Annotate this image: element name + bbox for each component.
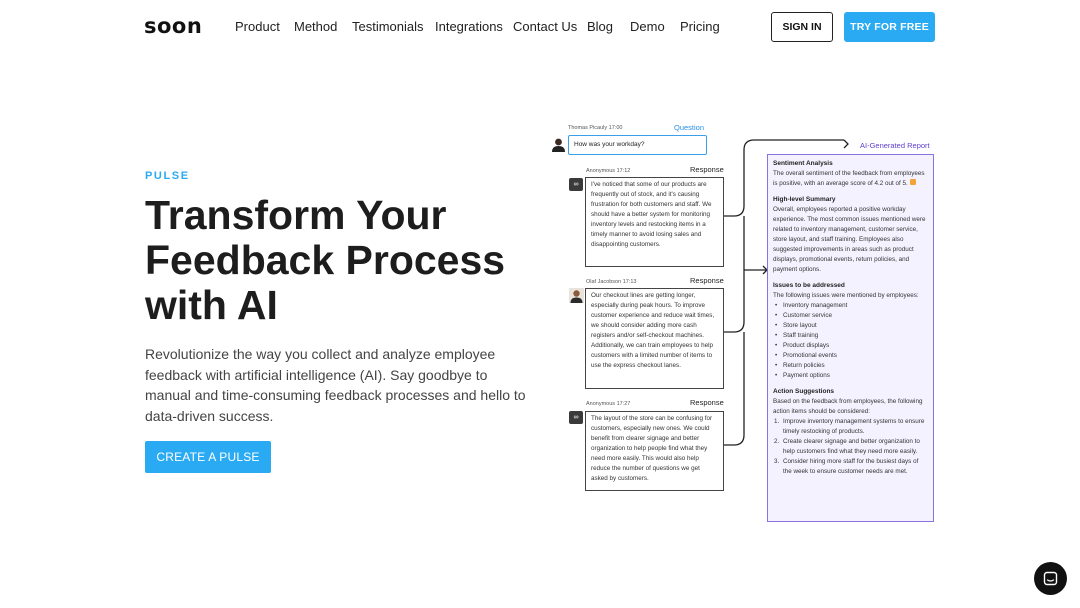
actions-title: Action Suggestions: [773, 388, 835, 395]
issue-item: Inventory management: [773, 301, 928, 311]
response-1-author: Anonymous: [586, 168, 616, 174]
nav-link-contact-us[interactable]: Contact Us: [513, 19, 578, 34]
ai-report-label: AI-Generated Report: [860, 141, 930, 150]
response-1-time: 17:12: [616, 168, 631, 174]
summary-title: High-level Summary: [773, 196, 836, 203]
create-pulse-button[interactable]: CREATE A PULSE: [145, 441, 271, 473]
action-item: 2.Create clearer signage and better orga…: [774, 438, 920, 455]
response-3-box: The layout of the store can be confusing…: [585, 411, 724, 491]
nav-link-product[interactable]: Product: [235, 19, 280, 34]
response-1-meta: Anonymous 17:12: [586, 168, 630, 174]
issue-item: Promotional events: [773, 351, 928, 361]
try-for-free-button[interactable]: TRY FOR FREE: [844, 12, 935, 42]
response-1-box: I've noticed that some of our products a…: [585, 177, 724, 267]
hero-description: Revolutionize the way you collect and an…: [145, 346, 526, 424]
response-2-author: Olaf Jacobson: [586, 279, 622, 285]
response-2-time: 17:13: [622, 279, 637, 285]
nav-link-testimonials[interactable]: Testimonials: [352, 19, 424, 34]
response-2-label: Response: [690, 276, 724, 285]
user-avatar-icon: [569, 288, 584, 303]
nav-link-method[interactable]: Method: [294, 19, 338, 34]
nav-links: Product Method Testimonials Integrations…: [235, 19, 720, 34]
top-navigation: soon Product Method Testimonials Integra…: [0, 0, 1080, 56]
response-3-meta: Anonymous 17:27: [586, 401, 630, 407]
actions-section: Action Suggestions Based on the feedback…: [773, 387, 928, 477]
nav-link-integrations[interactable]: Integrations: [435, 19, 503, 34]
action-item: 1.Improve inventory management systems t…: [774, 418, 925, 435]
sign-in-button[interactable]: SIGN IN: [771, 12, 833, 42]
summary-text: Overall, employees reported a positive w…: [773, 206, 926, 273]
question-author: Thomas Picauly: [568, 125, 608, 131]
question-meta: Thomas Picauly 17:00: [568, 125, 622, 131]
issue-item: Staff training: [773, 331, 928, 341]
hero-eyebrow: PULSE: [145, 170, 190, 182]
sentiment-text: The overall sentiment of the feedback fr…: [773, 170, 925, 187]
hero-title: Transform Your Feedback Process with AI: [145, 192, 506, 328]
response-2-box: Our checkout lines are getting longer, e…: [585, 288, 724, 389]
issue-item: Store layout: [773, 321, 928, 331]
ai-generated-report: Sentiment Analysis The overall sentiment…: [767, 154, 934, 522]
anonymous-mask-icon: ∞: [569, 411, 583, 424]
sentiment-section: Sentiment Analysis The overall sentiment…: [773, 159, 928, 189]
feedback-diagram: Thomas Picauly 17:00 Question How was yo…: [548, 120, 948, 522]
actions-list: 1.Improve inventory management systems t…: [773, 417, 928, 477]
nav-link-pricing[interactable]: Pricing: [680, 19, 720, 34]
issue-item: Return policies: [773, 361, 928, 371]
actions-intro: Based on the feedback from employees, th…: [773, 398, 923, 415]
soon-logo[interactable]: soon: [144, 14, 203, 38]
action-item: 3.Consider hiring more staff for the bus…: [774, 458, 919, 475]
user-avatar-icon: [551, 137, 566, 152]
response-3-author: Anonymous: [586, 401, 616, 407]
question-box: How was your workday?: [568, 135, 707, 155]
question-label: Question: [674, 123, 705, 132]
response-3-time: 17:27: [616, 401, 631, 407]
anonymous-mask-icon: ∞: [569, 178, 583, 191]
issues-title: Issues to be addressed: [773, 282, 845, 289]
sentiment-title: Sentiment Analysis: [773, 160, 833, 167]
response-2-meta: Olaf Jacobson 17:13: [586, 279, 636, 285]
issue-item: Payment options: [773, 371, 928, 381]
response-1-label: Response: [690, 165, 724, 174]
chat-widget-button[interactable]: [1034, 562, 1067, 595]
issue-item: Product displays: [773, 341, 928, 351]
issues-list: Inventory management Customer service St…: [773, 301, 928, 381]
summary-section: High-level Summary Overall, employees re…: [773, 195, 928, 275]
issues-section: Issues to be addressed The following iss…: [773, 281, 928, 381]
question-time: 17:00: [608, 125, 623, 131]
nav-link-demo[interactable]: Demo: [630, 19, 665, 34]
score-emoji-icon: [909, 179, 916, 185]
diagram-connectors: [724, 139, 849, 446]
chat-icon: [1043, 571, 1058, 586]
issues-intro: The following issues were mentioned by e…: [773, 292, 919, 299]
response-3-label: Response: [690, 398, 724, 407]
issue-item: Customer service: [773, 311, 928, 321]
nav-link-blog[interactable]: Blog: [587, 19, 614, 34]
